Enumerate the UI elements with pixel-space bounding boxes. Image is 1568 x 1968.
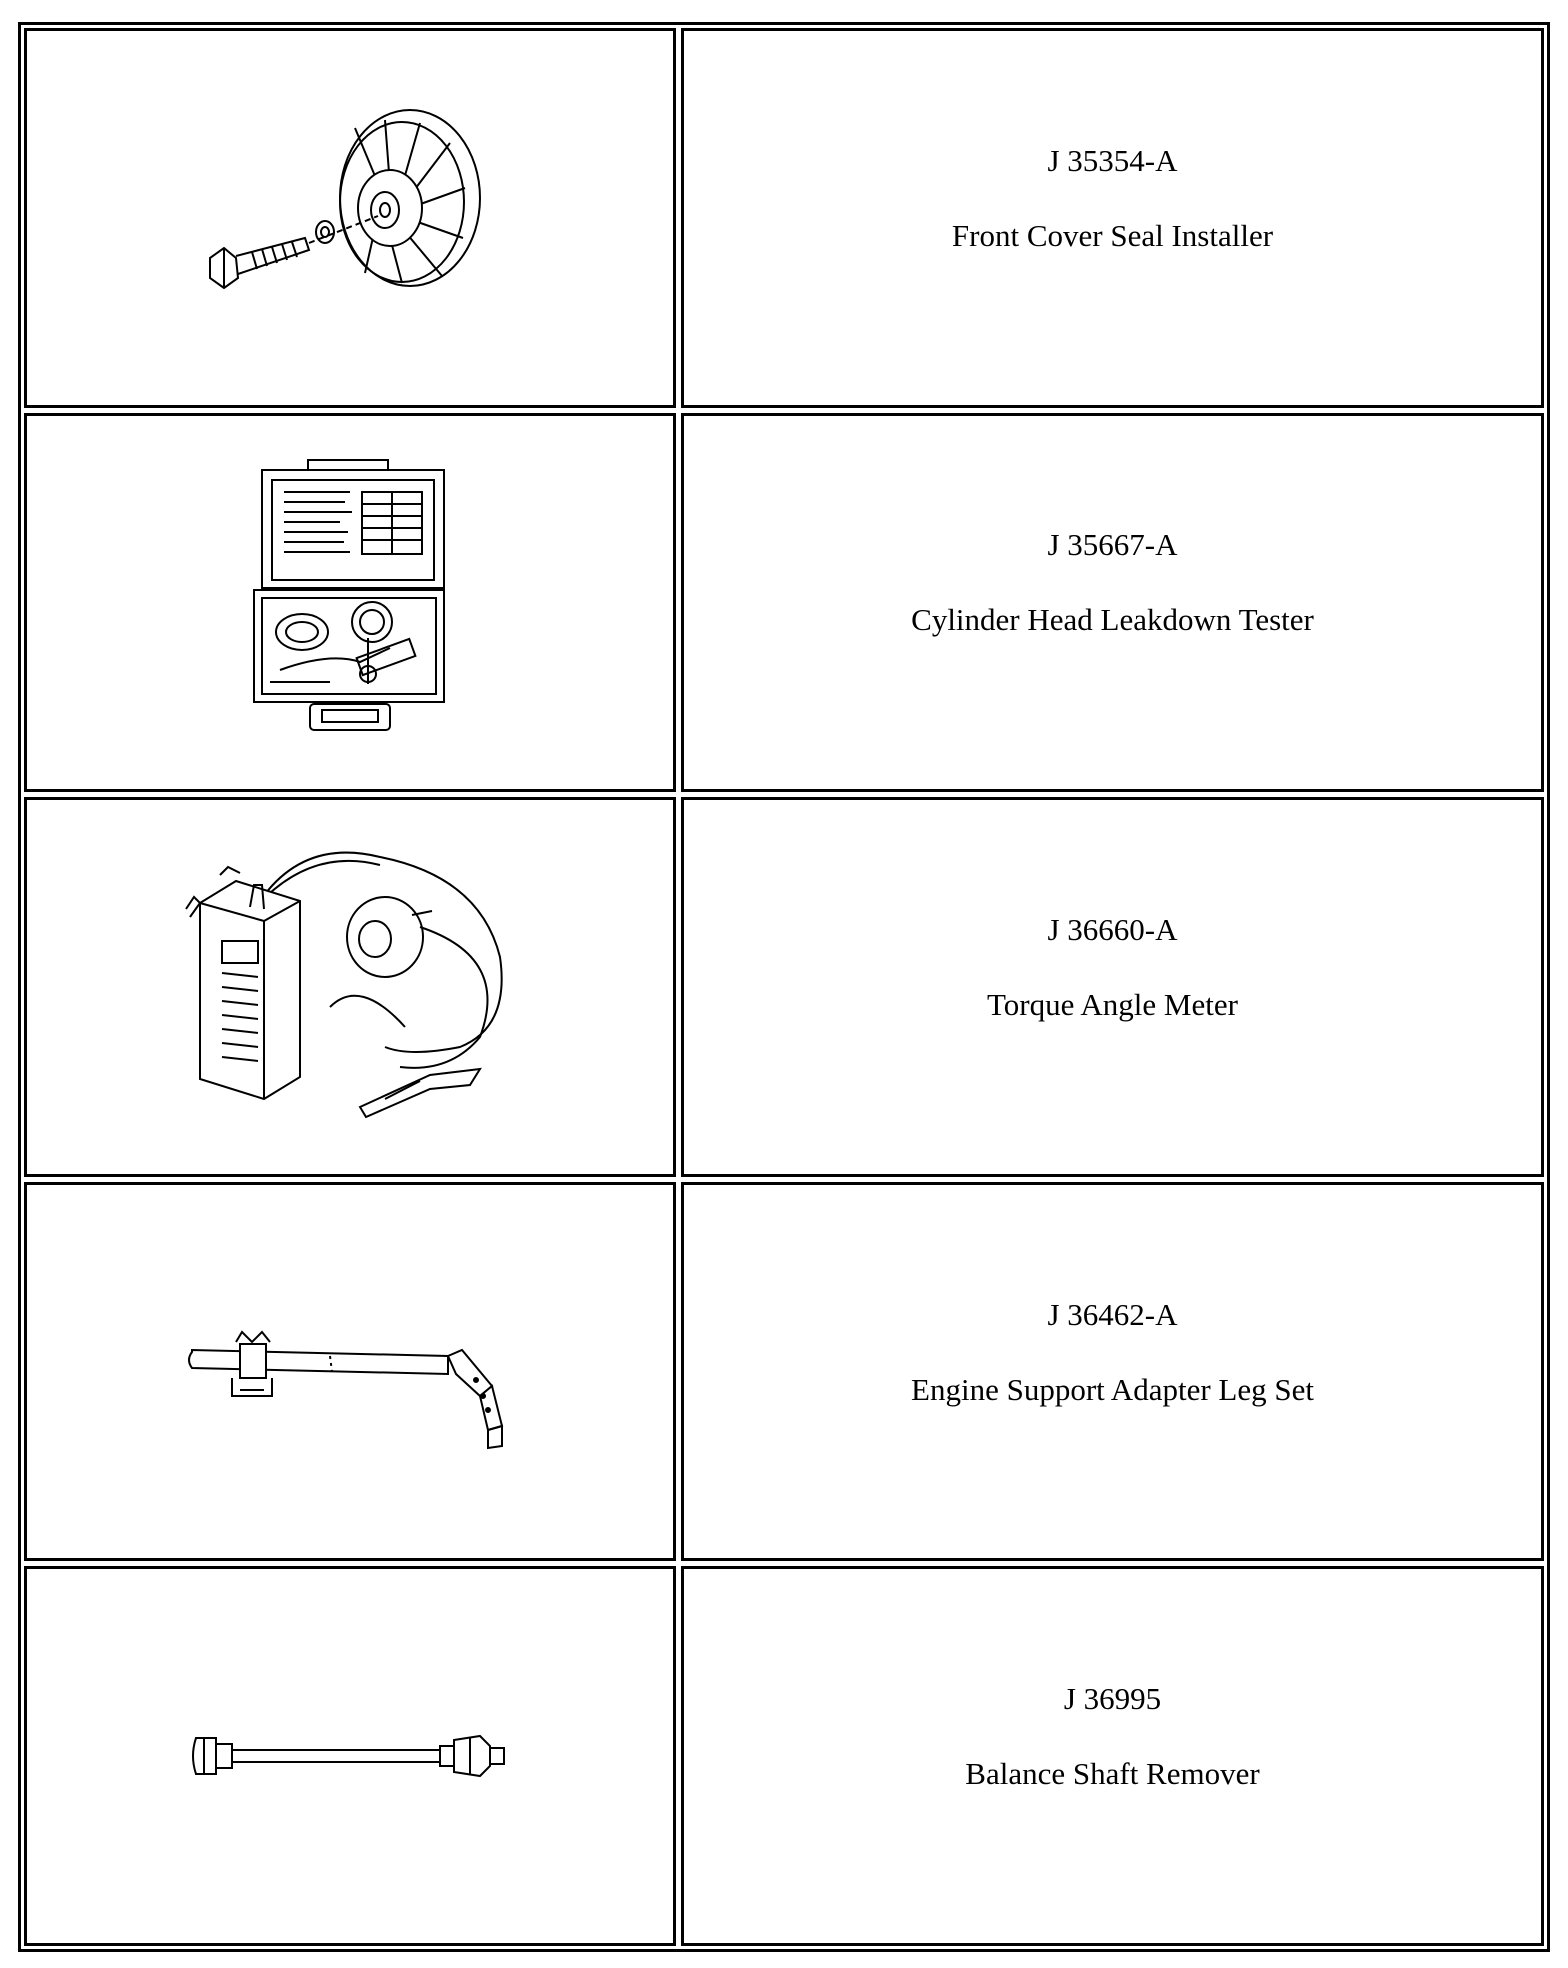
tool-name: Cylinder Head Leakdown Tester <box>911 602 1314 638</box>
tool-info-cell: J 35354-A Front Cover Seal Installer <box>681 28 1544 408</box>
adapter-leg-drawing <box>180 1292 520 1452</box>
tool-part-number: J 36995 <box>1063 1681 1162 1717</box>
tool-name: Balance Shaft Remover <box>965 1756 1260 1792</box>
tool-image-cell <box>24 1566 676 1946</box>
leakdown-tester-case-drawing <box>240 452 460 752</box>
tool-part-number: J 36462-A <box>1047 1296 1178 1332</box>
tool-part-number: J 36660-A <box>1047 911 1178 947</box>
tool-image-cell <box>24 412 676 793</box>
tool-image-cell <box>24 797 676 1177</box>
tool-info-cell: J 36462-A Engine Support Adapter Leg Set <box>681 1181 1544 1562</box>
tool-info-cell: J 36660-A Torque Angle Meter <box>681 797 1544 1177</box>
tool-image-cell <box>24 1181 676 1562</box>
tool-info-cell: J 35667-A Cylinder Head Leakdown Tester <box>681 412 1544 793</box>
tool-part-number: J 35667-A <box>1047 527 1178 563</box>
tool-name: Front Cover Seal Installer <box>951 217 1274 253</box>
torque-angle-meter-drawing <box>180 837 520 1137</box>
special-tools-table: J 35354-A Front Cover Seal Installer <box>18 22 1550 1952</box>
front-cover-seal-installer-drawing <box>180 98 520 338</box>
tool-name: Torque Angle Meter <box>987 986 1238 1022</box>
tool-image-cell <box>24 28 676 408</box>
tool-part-number: J 35354-A <box>1047 142 1178 178</box>
tool-name: Engine Support Adapter Leg Set <box>911 1371 1314 1407</box>
balance-shaft-remover-drawing <box>180 1706 520 1806</box>
tool-info-cell: J 36995 Balance Shaft Remover <box>681 1566 1544 1946</box>
